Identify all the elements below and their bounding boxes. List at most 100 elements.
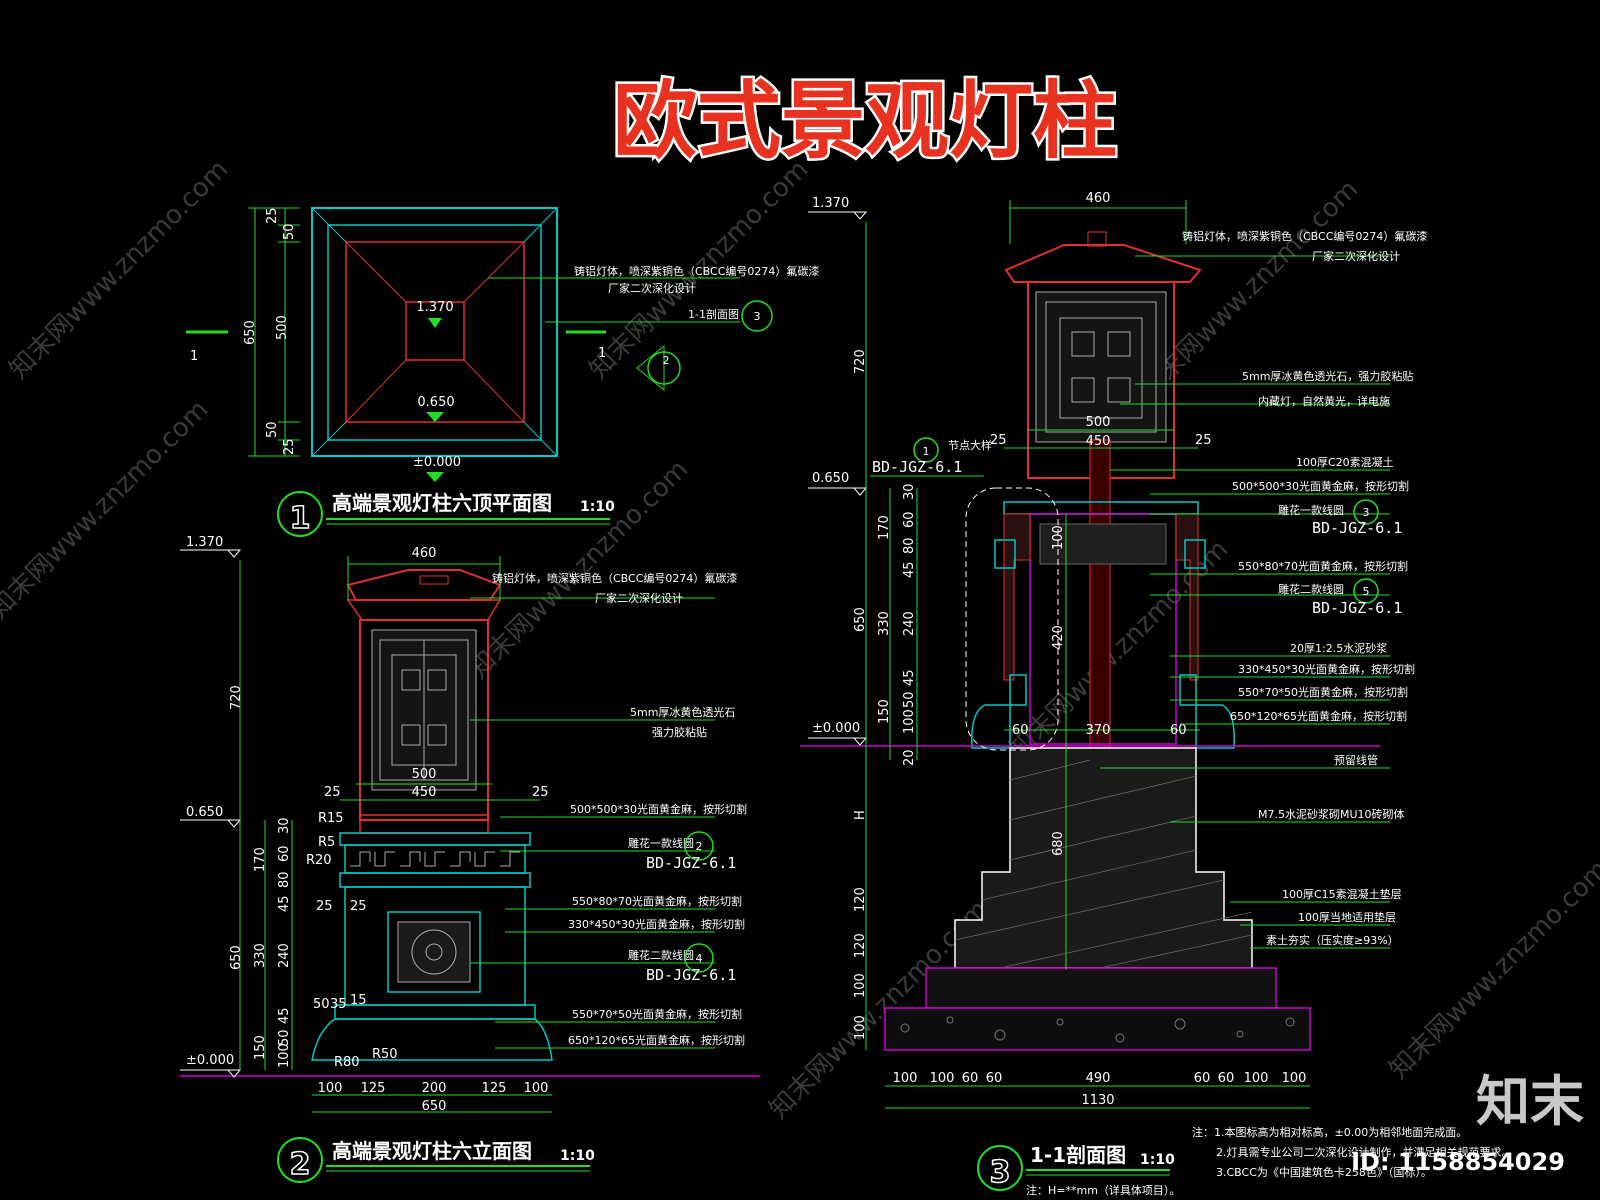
sect-dim: H xyxy=(853,810,868,820)
sect-number: 3 xyxy=(990,1155,1011,1190)
sect-dim: 45 xyxy=(902,669,917,686)
elev-dim: 170 xyxy=(253,847,268,872)
sect-note: 330*450*30光面黄金麻，按形切割 xyxy=(1238,662,1415,676)
plan-note: 厂家二次深化设计 xyxy=(608,281,696,295)
plan-finial xyxy=(405,301,465,361)
sect-dim: 60 xyxy=(1218,1071,1235,1086)
elev-dim: 240 xyxy=(277,943,292,968)
plan-ref-num: 2 xyxy=(663,354,670,367)
elev-dim: 45 xyxy=(277,1007,292,1024)
elev-dim: 650 xyxy=(229,945,244,970)
sect-tag-num: 5 xyxy=(1363,585,1370,598)
sect-dim: 45 xyxy=(902,561,917,578)
sect-dim: 50 xyxy=(902,691,917,708)
elev-dim: 25 xyxy=(532,785,549,800)
elev-carved-panel xyxy=(397,921,471,983)
elev-note: 厂家二次深化设计 xyxy=(595,591,683,605)
elev-dim: 100 xyxy=(318,1081,343,1096)
elev-note: 550*80*70光面黄金麻，按形切割 xyxy=(572,894,742,908)
elev-note: 5mm厚冰黄色透光石 xyxy=(630,705,735,719)
sect-dim: 170 xyxy=(877,515,892,540)
sect-dim: 25 xyxy=(1195,433,1212,448)
plan-view: 1.370 0.650 ±0.000 25 50 500 50 25 650 1… xyxy=(186,207,819,537)
elev-note: 330*450*30光面黄金麻，按形切割 xyxy=(568,917,745,931)
sect-dim: 100 xyxy=(893,1071,918,1086)
elev-note: 雕花二款线圆 xyxy=(628,948,694,962)
sect-dim: 30 xyxy=(902,483,917,500)
sect-dim: 650 xyxy=(853,607,868,632)
sect-dim: 60 xyxy=(1012,723,1029,738)
elev-level: ±0.000 xyxy=(186,1053,234,1068)
sect-note: M7.5水泥砂浆砌MU10砖砌体 xyxy=(1258,807,1405,821)
sect-concrete-bed xyxy=(925,967,1277,1009)
sect-dim: 100 xyxy=(1244,1071,1269,1086)
sect-dim: 80 xyxy=(902,537,917,554)
sect-dim: 450 xyxy=(1086,434,1111,449)
plan-section-mark: 1 xyxy=(190,349,198,364)
plan-title: 高端景观灯柱六顶平面图 xyxy=(332,491,552,515)
watermark-text: 知末网www.znzmo.com xyxy=(0,394,214,625)
plan-number: 1 xyxy=(290,501,311,536)
elev-note: 铸铝灯体，喷深紫铜色（CBCC编号0274）氟碳漆 xyxy=(492,571,737,585)
elev-dim: 60 xyxy=(277,845,292,862)
watermark-text: 知末网www.znzmo.com xyxy=(1384,854,1600,1085)
elev-dim: 150 xyxy=(253,1035,268,1060)
sect-detail-label: 节点大样 xyxy=(948,438,992,452)
sect-level: 0.650 xyxy=(812,471,849,486)
sect-note: 100厚当地适用垫层 xyxy=(1298,910,1396,924)
elev-dim: 30 xyxy=(277,817,292,834)
sect-dim: 720 xyxy=(853,349,868,374)
sect-ref: BD-JGZ-6.1 xyxy=(1312,599,1402,617)
elev-scale: 1:10 xyxy=(560,1148,595,1164)
sect-dim: 25 xyxy=(990,433,1007,448)
elev-dim: 720 xyxy=(229,685,244,710)
plan-dim-total: 650 xyxy=(243,320,258,345)
sect-footnote: 注：H=**mm（详具体项目）。 xyxy=(1026,1183,1180,1197)
elev-tag-num: 4 xyxy=(696,952,703,965)
watermark-text: 知末网www.znzmo.com xyxy=(4,154,235,385)
plan-dim: 50 xyxy=(265,421,280,438)
sect-note: 500*500*30光面黄金麻，按形切割 xyxy=(1232,479,1409,493)
elev-level: 1.370 xyxy=(186,535,223,550)
plan-note: 铸铝灯体，喷深紫铜色（CBCC编号0274）氟碳漆 xyxy=(574,264,819,278)
sect-lattice-panel xyxy=(1035,291,1167,443)
section-view: 1.370 0.650 ±0.000 720 650 H 170 30 60 8… xyxy=(800,191,1513,1197)
elev-note: 强力胶粘贴 xyxy=(652,725,707,739)
sect-note: 铸铝灯体，喷深紫铜色（CBCC编号0274）氟碳漆 xyxy=(1182,229,1427,243)
sect-level: 1.370 xyxy=(812,196,849,211)
elev-level: 0.650 xyxy=(186,805,223,820)
elev-dim: 45 xyxy=(277,895,292,912)
sect-dim: 20 xyxy=(902,749,917,766)
elev-radius: R5 xyxy=(318,835,335,850)
sect-note: 雕花一款线圆 xyxy=(1278,503,1344,517)
sect-note: 650*120*65光面黄金麻，按形切割 xyxy=(1230,709,1407,723)
sect-note: 预留线管 xyxy=(1334,753,1378,767)
sect-dim: 490 xyxy=(1086,1071,1111,1086)
elev-dim: 500 xyxy=(412,767,437,782)
sect-note: 雕花二款线圆 xyxy=(1278,582,1344,596)
sect-dim: 680 xyxy=(1051,831,1066,856)
sect-dim: 500 xyxy=(1086,415,1111,430)
sect-detail-ref: BD-JGZ-6.1 xyxy=(872,458,962,476)
sect-dim: 150 xyxy=(877,699,892,724)
elev-tag-num: 2 xyxy=(696,840,703,853)
plan-note: 1-1剖面图 xyxy=(688,307,739,321)
elev-dim: 125 xyxy=(482,1081,507,1096)
plan-level-ground: ±0.000 xyxy=(413,455,461,470)
elev-radius: R20 xyxy=(306,853,332,868)
elev-radius: R80 xyxy=(334,1055,360,1070)
elev-note: 550*70*50光面黄金麻，按形切割 xyxy=(572,1007,742,1021)
sect-tag-num: 3 xyxy=(1363,506,1370,519)
elev-ref: BD-JGZ-6.1 xyxy=(646,854,736,872)
elev-dim: 200 xyxy=(422,1081,447,1096)
sect-dim: 100 xyxy=(930,1071,955,1086)
sect-footnote: 2.灯具需专业公司二次深化设计制作，并满足相关规范要求。 xyxy=(1216,1145,1513,1159)
plan-outer-cap xyxy=(311,207,558,457)
sect-note: 100厚C20素混凝土 xyxy=(1296,455,1394,469)
elev-dim: 650 xyxy=(422,1099,447,1114)
sect-dim: 370 xyxy=(1086,723,1111,738)
sect-roof xyxy=(1004,244,1202,283)
elev-dim: 25 xyxy=(316,899,333,914)
elev-dim: 100 xyxy=(277,1043,292,1068)
